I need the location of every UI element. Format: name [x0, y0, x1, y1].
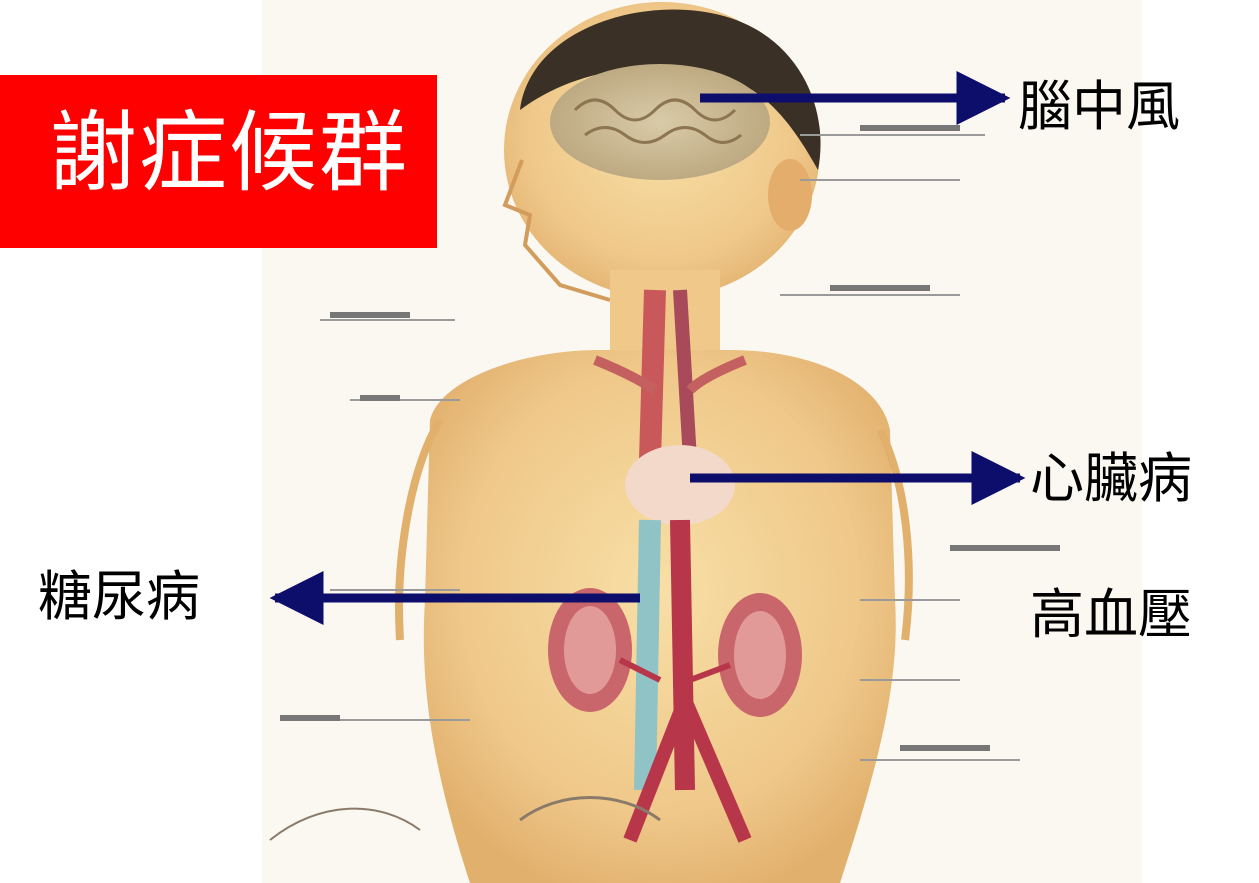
brain-shape [550, 64, 770, 180]
title-banner: 謝症候群 [0, 75, 437, 248]
title-text: 謝症候群 [49, 109, 409, 197]
label-diabetes: 糖尿病 [38, 570, 200, 624]
label-heart-disease: 心臟病 [1030, 452, 1192, 506]
heart-shape [625, 445, 735, 525]
label-stroke: 腦中風 [1018, 80, 1180, 134]
label-hypertension: 高血壓 [1030, 588, 1192, 642]
